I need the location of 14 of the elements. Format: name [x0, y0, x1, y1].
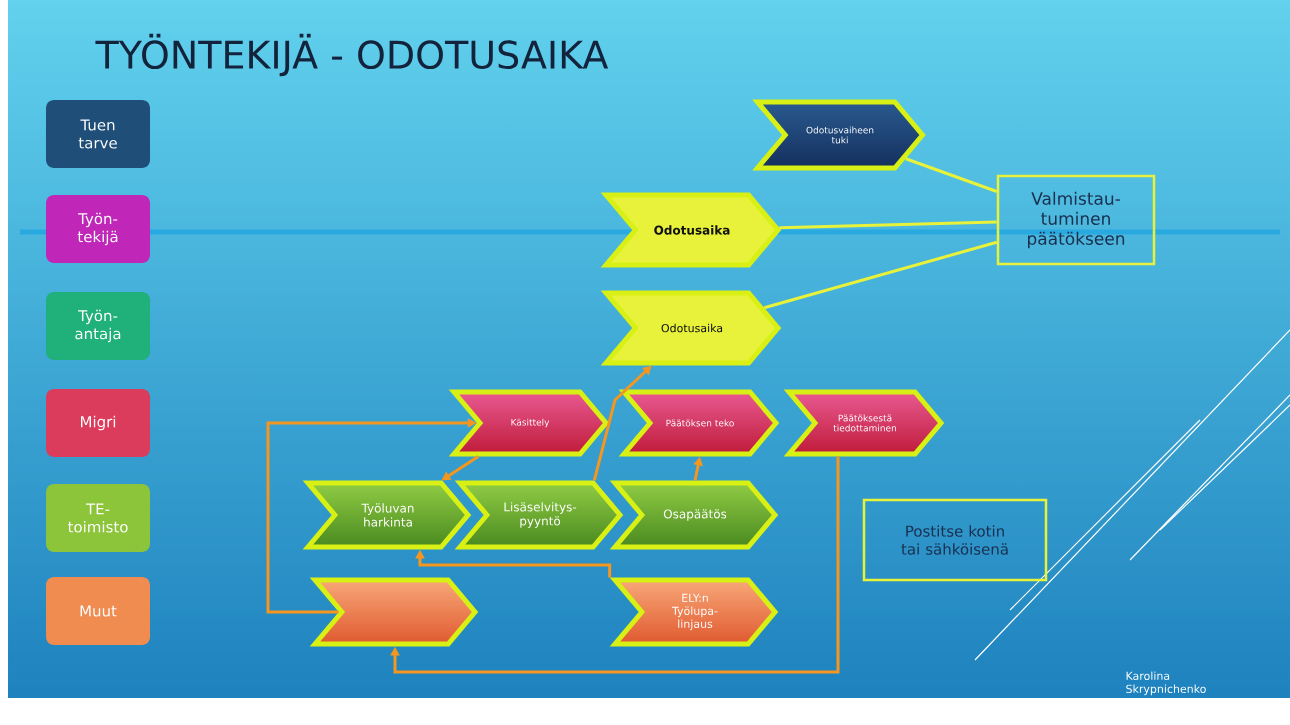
note-box: Valmistau- tuminen päätökseen	[996, 174, 1156, 266]
connector-line	[905, 157, 998, 193]
lane-label-box: Työn- antaja	[46, 292, 150, 360]
author-name: Karolina Skrypnichenko	[1126, 671, 1206, 696]
lane-label-box: Migri	[46, 389, 150, 457]
lane-label-box: Tuen tarve	[46, 100, 150, 168]
lane-label-box: Muut	[46, 577, 150, 645]
note-box: Postitse kotin tai sähköisenä	[862, 498, 1048, 582]
connector-line	[779, 220, 997, 230]
connector-line	[763, 240, 998, 310]
lane-label-box: Työn- tekijä	[46, 195, 150, 263]
arrow	[390, 456, 840, 674]
lane-label-box: TE- toimisto	[46, 484, 150, 552]
title: TYÖNTEKIJÄ - ODOTUSAIKA	[95, 33, 609, 77]
